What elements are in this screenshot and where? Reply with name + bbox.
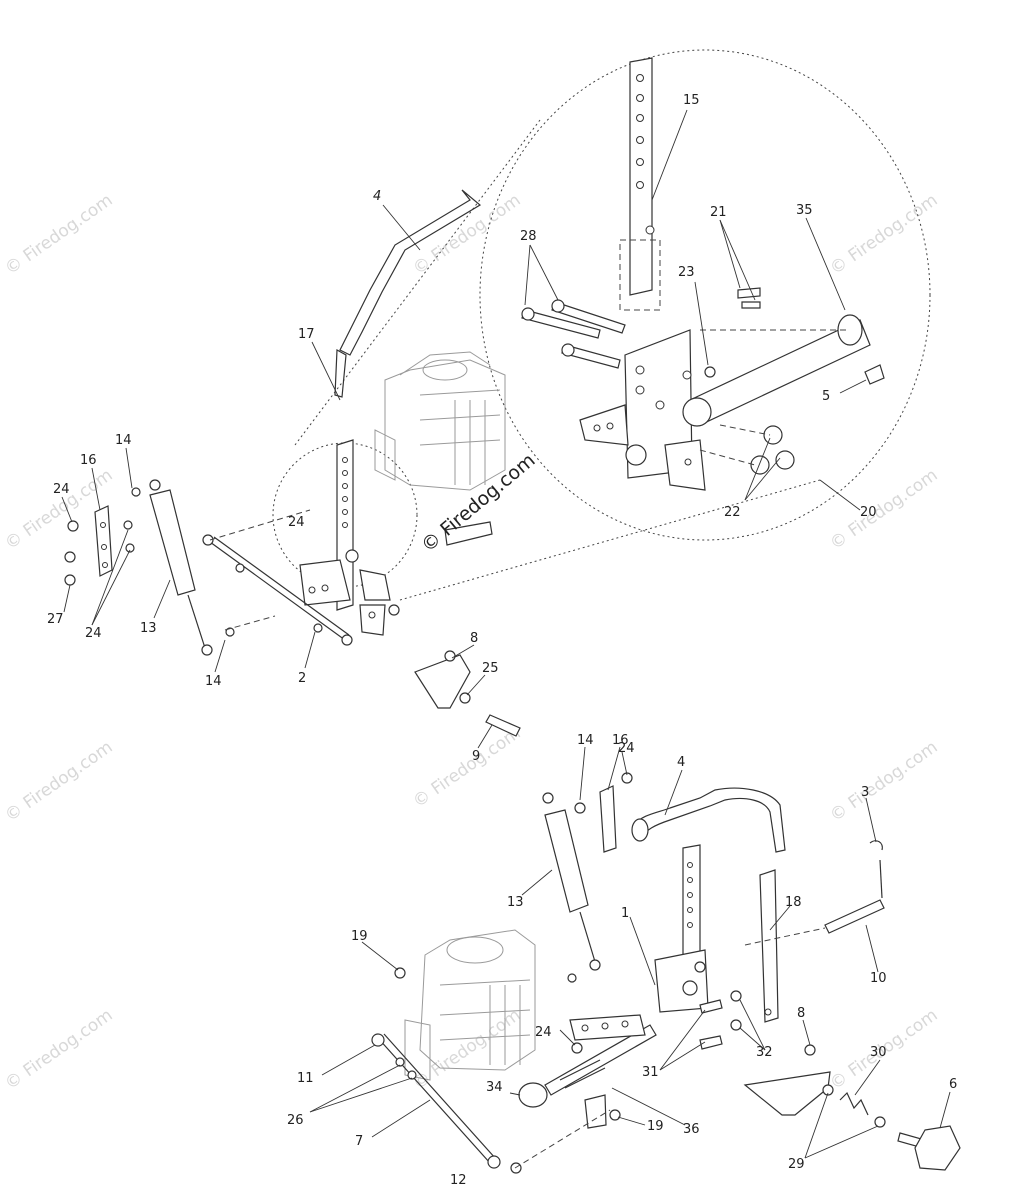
bracket-16-lower <box>599 785 617 853</box>
callout-30: 30 <box>870 1045 887 1060</box>
upper-labels: 4 17 14 16 24 24 27 24 13 14 2 8 25 9 15… <box>47 93 877 764</box>
callout-25: 25 <box>482 661 499 676</box>
center-watermark: © Firedog.com <box>417 449 539 557</box>
callout-14: 14 <box>577 733 594 748</box>
shaft-10 <box>744 840 885 946</box>
lower-assembly: 14 16 24 4 3 13 18 19 1 10 8 24 32 30 6 … <box>287 733 961 1188</box>
callout-8: 8 <box>470 631 478 646</box>
callout-31: 31 <box>642 1065 659 1080</box>
detail-view <box>521 57 885 491</box>
callout-14: 14 <box>205 674 222 689</box>
callout-9: 9 <box>472 749 480 764</box>
callout-14: 14 <box>115 433 132 448</box>
callout-32: 32 <box>756 1045 773 1060</box>
control-arm-upper <box>299 439 400 636</box>
callout-19: 19 <box>647 1119 664 1134</box>
callout-24: 24 <box>535 1025 552 1040</box>
callout-11: 11 <box>297 1071 314 1086</box>
knob-assembly <box>743 1044 961 1171</box>
callout-16: 16 <box>612 733 629 748</box>
lower-leaders <box>309 746 951 1159</box>
watermark: © Firedog.com <box>826 737 941 826</box>
callout-23: 23 <box>678 265 695 280</box>
lower-labels: 14 16 24 4 3 13 18 19 1 10 8 24 32 30 6 … <box>287 733 957 1188</box>
pivot-column-lower <box>654 844 709 1013</box>
watermark: © Firedog.com <box>409 723 524 812</box>
detail-callout-ellipse <box>479 49 931 541</box>
detail-source-circle <box>272 442 418 588</box>
callout-7: 7 <box>355 1134 363 1149</box>
callout-27: 27 <box>47 612 64 627</box>
callout-2: 2 <box>298 671 306 686</box>
upper-assembly: © Firedog.com <box>47 49 931 764</box>
callout-21: 21 <box>710 205 727 220</box>
callout-20: 20 <box>860 505 877 520</box>
arm-18 <box>759 869 779 1023</box>
callout-24: 24 <box>53 482 70 497</box>
callout-12: 12 <box>450 1173 467 1188</box>
callout-34: 34 <box>486 1080 503 1095</box>
callout-36: 36 <box>683 1122 700 1137</box>
callout-4: 4 <box>373 189 381 204</box>
watermark: © Firedog.com <box>409 190 524 279</box>
shaft-36 <box>518 1014 657 1129</box>
watermark: © Firedog.com <box>826 190 941 279</box>
spring-upper <box>444 521 493 546</box>
callout-22: 22 <box>724 505 741 520</box>
detail-leader-top <box>294 119 541 446</box>
callout-18: 18 <box>785 895 802 910</box>
gas-spring-lower <box>542 792 601 971</box>
callout-15: 15 <box>683 93 700 108</box>
watermark: © Firedog.com <box>1 190 116 279</box>
transmission-upper <box>374 351 506 491</box>
hand-lever-upper <box>334 189 482 398</box>
callout-26: 26 <box>287 1113 304 1128</box>
watermark: © Firedog.com <box>1 737 116 826</box>
callout-8: 8 <box>797 1006 805 1021</box>
linkage-rod-upper <box>202 509 353 646</box>
callout-19: 19 <box>351 929 368 944</box>
callout-13: 13 <box>507 895 524 910</box>
upper-leaders <box>61 109 867 749</box>
detail-leader-bottom <box>399 479 821 601</box>
linkage-rod-lower <box>371 1033 611 1174</box>
watermark: © Firedog.com <box>826 465 941 554</box>
callout-16: 16 <box>80 453 97 468</box>
gas-spring-upper <box>149 479 213 656</box>
callout-24: 24 <box>85 626 102 641</box>
callout-17: 17 <box>298 327 315 342</box>
bracket-16-upper <box>64 487 141 586</box>
watermark: © Firedog.com <box>1 1005 116 1094</box>
callout-28: 28 <box>520 229 537 244</box>
callout-3: 3 <box>861 785 869 800</box>
callout-24: 24 <box>618 741 635 756</box>
hand-lever-lower <box>631 787 786 853</box>
callout-13: 13 <box>140 621 157 636</box>
callout-35: 35 <box>796 203 813 218</box>
callout-4: 4 <box>677 755 685 770</box>
callout-24: 24 <box>288 515 305 530</box>
callout-5: 5 <box>822 389 830 404</box>
transmission-lower <box>404 929 536 1081</box>
callout-1: 1 <box>621 906 629 921</box>
callout-6: 6 <box>949 1077 957 1092</box>
callout-29: 29 <box>788 1157 805 1172</box>
bolts-31-32 <box>394 967 742 1121</box>
bracket-8-upper <box>414 650 521 737</box>
callout-10: 10 <box>870 971 887 986</box>
